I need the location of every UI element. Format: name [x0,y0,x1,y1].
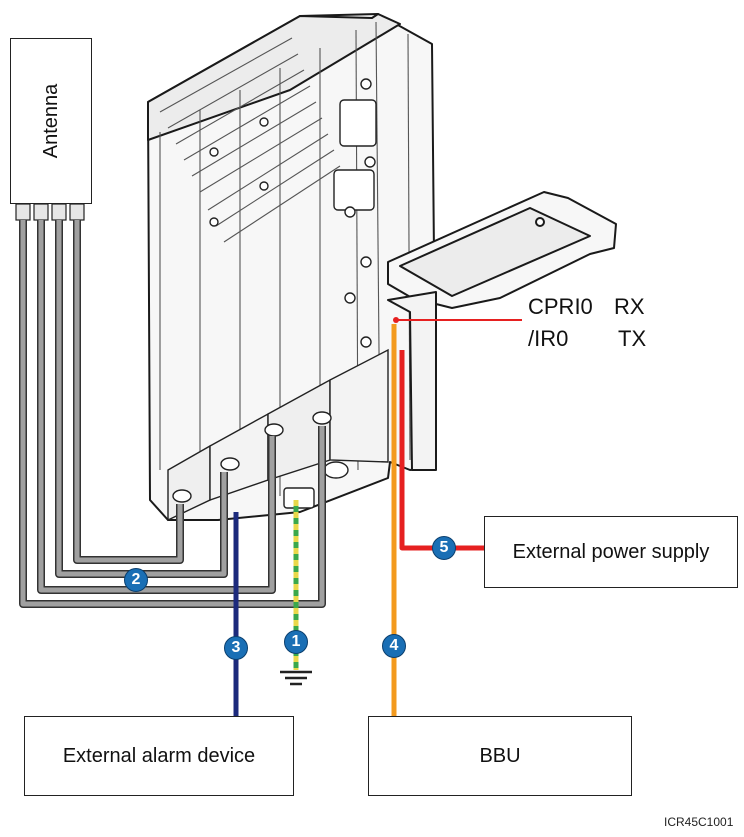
external-alarm-device-box: External alarm device [24,716,294,796]
cpri-port-label-line1: CPRI0 [528,294,593,320]
bbu-box: BBU [368,716,632,796]
external-power-supply-box: External power supply [484,516,738,588]
antenna-label: Antenna [0,81,133,161]
figure-code: ICR45C1001 [664,815,733,829]
antenna-connectors [16,204,84,220]
rx-label: RX [614,294,645,320]
cpri-port-label-line2: /IR0 [528,326,568,352]
callout-1: 1 [284,630,308,654]
tx-label: TX [618,326,646,352]
antenna-box: Antenna [10,38,92,204]
callout-4: 4 [382,634,406,658]
callout-2: 2 [124,568,148,592]
callout-3: 3 [224,636,248,660]
ground-icon [280,672,312,684]
external-power-supply-label: External power supply [485,517,737,587]
callout-5: 5 [432,536,456,560]
bbu-label: BBU [369,717,631,795]
external-alarm-device-label: External alarm device [25,717,293,795]
